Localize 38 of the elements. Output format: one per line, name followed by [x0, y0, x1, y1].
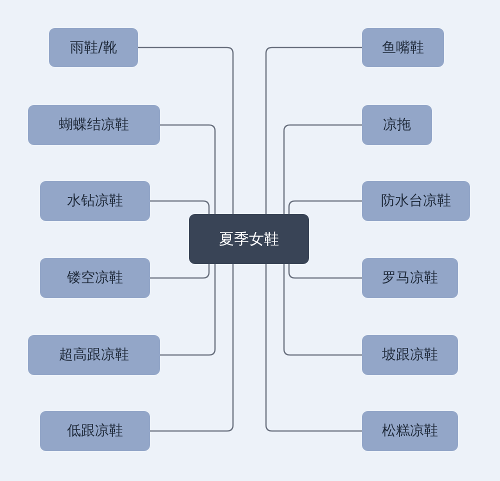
subtopic-box	[362, 105, 432, 145]
connector-line	[160, 124, 216, 214]
subtopic-box	[49, 28, 138, 67]
central-topic-box	[189, 214, 309, 264]
topic-text: 低跟凉鞋	[67, 422, 123, 440]
topic-text: 罗马凉鞋	[382, 269, 438, 287]
topic-text: 防水台凉鞋	[381, 192, 451, 210]
topic-text: 夏季女鞋	[219, 230, 279, 248]
subtopic-box	[362, 411, 458, 451]
topic-text: 鱼嘴鞋	[382, 38, 424, 56]
topic-text: 水钻凉鞋	[67, 192, 123, 210]
connector-line	[150, 264, 234, 432]
subtopic-box	[362, 335, 458, 375]
topic-text: 雨鞋/靴	[70, 38, 117, 56]
connector-line	[283, 124, 362, 214]
subtopic-box	[40, 411, 150, 451]
connector-line	[265, 46, 362, 214]
subtopic-box	[362, 181, 470, 221]
connector-line	[288, 264, 362, 279]
connector-line	[150, 200, 210, 214]
topic-text: 坡跟凉鞋	[382, 346, 438, 364]
subtopic-box	[362, 258, 458, 298]
subtopic-box	[40, 181, 150, 221]
topic-text: 镂空凉鞋	[67, 269, 123, 287]
subtopic-box	[28, 335, 160, 375]
subtopic-box	[40, 258, 150, 298]
topic-text: 蝴蝶结凉鞋	[59, 116, 129, 134]
connector-line	[138, 46, 234, 214]
connector-line	[283, 264, 362, 356]
subtopic-box	[362, 28, 444, 67]
connector-line	[288, 200, 362, 214]
connector-line	[265, 264, 362, 432]
connector-line	[160, 264, 216, 356]
topic-text: 凉拖	[383, 116, 411, 134]
subtopic-box	[28, 105, 160, 145]
connector-line	[150, 264, 210, 279]
topic-text: 松糕凉鞋	[382, 422, 438, 440]
topic-text: 超高跟凉鞋	[59, 346, 129, 364]
